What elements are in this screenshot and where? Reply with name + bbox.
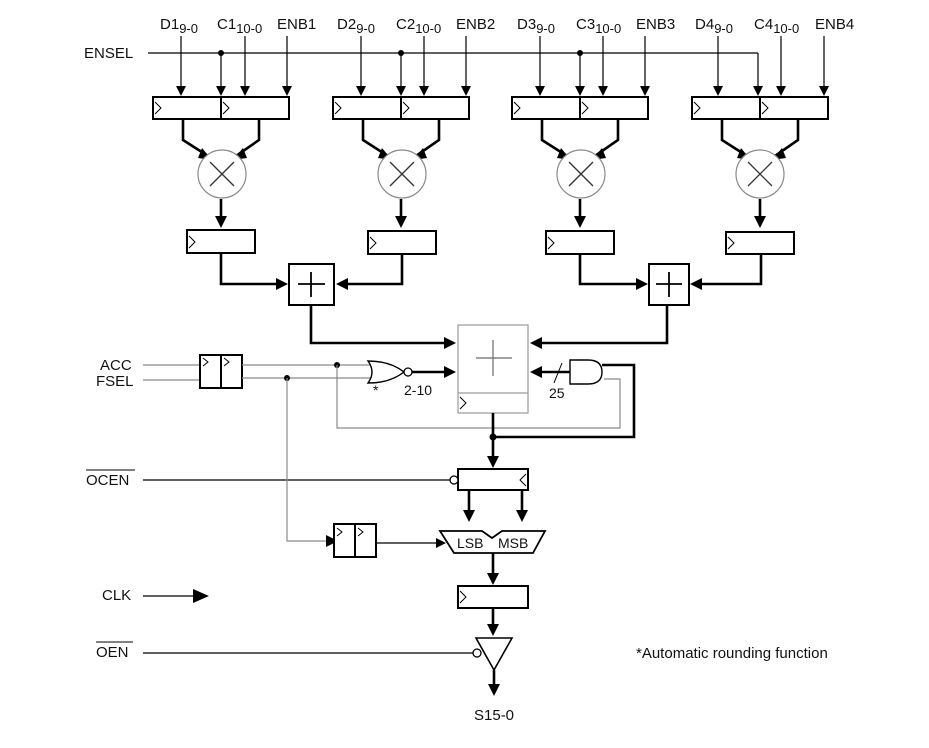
c1-register [220,96,290,120]
channel-2 [332,36,471,290]
channel-4-labels: D49-0 C410-0 ENB4 [695,16,854,36]
output-label: S15-0 [474,707,514,724]
channel-3 [511,36,650,290]
d3-label: D39-0 [517,16,555,36]
clk-arrow-icon [193,589,209,603]
channel-3-labels: D39-0 C310-0 ENB3 [517,16,675,36]
adder-left [288,263,456,349]
and-gate-icon [569,359,603,385]
bus-width-label: 25 [549,385,565,401]
mux-shape [438,530,547,554]
product-2-register [367,230,437,255]
c4-label: C410-0 [754,16,799,36]
d1-register [152,96,222,120]
mux-msb-label: MSB [498,535,528,551]
footnote: *Automatic rounding function [636,645,828,662]
output-register [457,468,529,491]
ensel-label: ENSEL [84,45,133,62]
accumulator-adder [457,324,529,414]
d2-register [332,96,402,120]
enb4-label: ENB4 [815,16,854,33]
d1-label: D19-0 [160,16,198,36]
rounding-gate: * 2-10 [366,360,456,398]
fsel-register [220,354,243,389]
lsb-msb-mux: LSB MSB [438,530,547,554]
acc-register [199,354,222,389]
enb2-label: ENB2 [456,16,495,33]
d2-label: D29-0 [337,16,375,36]
c2-register [400,96,470,120]
rounding-star: * [373,382,379,398]
fsel-delay-register-2 [354,523,377,558]
c1-label: C110-0 [217,16,262,36]
channel-1-labels: D19-0 C110-0 ENB1 [160,16,316,36]
product-3-register [545,230,615,255]
c2-label: C210-0 [396,16,441,36]
c4-register [759,96,829,120]
or-gate-icon [366,360,406,384]
feedback-gate: 25 [489,359,636,441]
d4-label: D49-0 [695,16,733,36]
output-buffer-icon [474,637,514,672]
d4-register [691,96,761,120]
ocen-bubble-icon [449,475,459,485]
oen-label: OEN [96,644,129,661]
inverter-bubble-icon [403,367,413,377]
mux-lsb-label: LSB [457,535,483,551]
acc-label: ACC [100,357,132,374]
final-register [457,585,529,609]
ocen-label: OCEN [86,472,129,489]
rounding-bits-label: 2-10 [404,382,432,398]
product-4-register [725,231,795,255]
fsel-delay-register-1 [333,523,356,558]
acc-feedback-wire [336,365,621,429]
enb1-label: ENB1 [277,16,316,33]
c3-label: C310-0 [576,16,621,36]
channel-4 [690,36,829,290]
c3-register [579,96,649,120]
enb3-label: ENB3 [636,16,675,33]
feedback-wire [491,363,636,439]
d3-register [511,96,581,120]
ensel-arrow-ch4 [753,86,763,96]
oen-bubble-icon [472,648,482,658]
channel-1 [152,36,292,290]
adder-right [530,263,690,349]
channel-2-labels: D29-0 C210-0 ENB2 [337,16,495,36]
clk-label: CLK [102,587,131,604]
fsel-delay-wire [286,378,330,542]
fsel-label: FSEL [96,373,134,390]
product-1-register [186,229,256,254]
